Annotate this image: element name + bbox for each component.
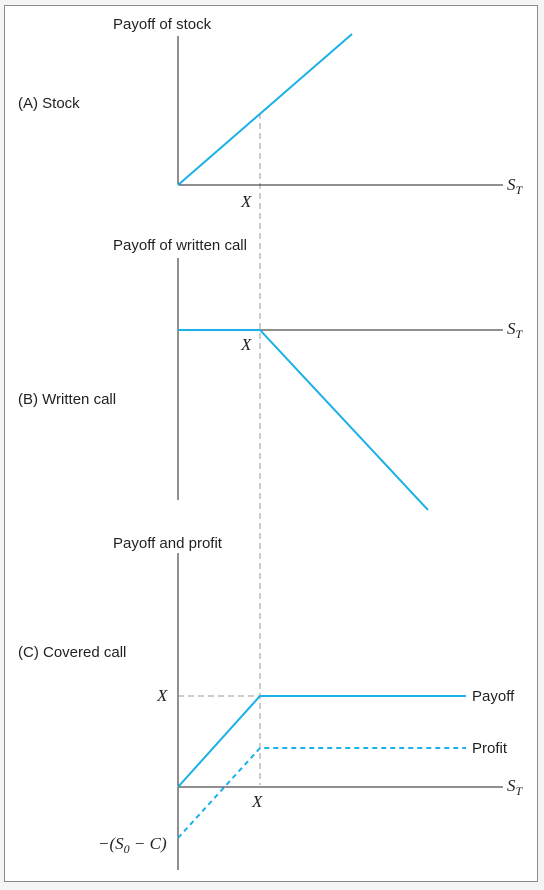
panel-b-strike-label: X [240, 335, 252, 354]
panel-c-profit-line [177, 747, 466, 839]
panel-c: Payoff and profit (C) Covered call X Pay… [18, 535, 524, 870]
panel-c-profit-legend: Profit [472, 740, 508, 757]
panel-c-y-axis-title: Payoff and profit [113, 535, 223, 552]
panel-b-written-call-payoff-line [178, 329, 429, 511]
panel-a-x-axis-label: ST [507, 175, 524, 197]
panel-c-label: (C) Covered call [18, 644, 126, 661]
panel-b-x-axis-label: ST [507, 319, 524, 341]
panel-b-label: (B) Written call [18, 391, 116, 408]
panel-c-y-intercept-label: −(S0 − C) [98, 834, 167, 856]
panel-b-y-axis-title: Payoff of written call [113, 237, 247, 254]
figure-frame [4, 5, 538, 882]
panel-c-x-axis-label: ST [507, 776, 524, 798]
panel-b: Payoff of written call (B) Written call … [18, 237, 524, 511]
panel-a-strike-label: X [240, 192, 252, 211]
panel-c-payoff-line [177, 695, 466, 788]
panel-c-strike-label: X [251, 792, 263, 811]
panel-c-y-level-label: X [156, 686, 168, 705]
panel-a: Payoff of stock (A) Stock X ST [18, 16, 524, 211]
panel-a-y-axis-title: Payoff of stock [113, 16, 212, 33]
panel-c-payoff-legend: Payoff [472, 688, 515, 705]
panel-a-label: (A) Stock [18, 95, 80, 112]
panel-a-stock-payoff-line [177, 33, 353, 186]
